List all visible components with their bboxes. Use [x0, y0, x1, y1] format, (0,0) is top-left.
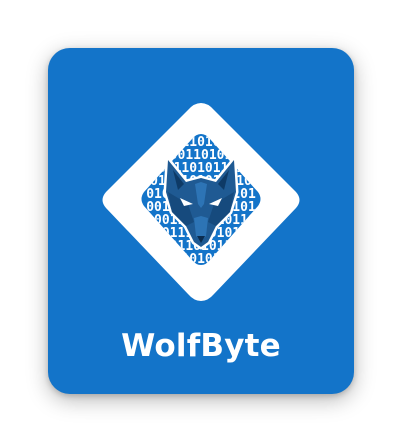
app-name-label: WolfByte	[121, 328, 281, 364]
app-tile[interactable]: 0110100 1001101010 00110101101 010110101…	[48, 48, 354, 394]
wolfbyte-logo: 0110100 1001101010 00110101101 010110101…	[98, 100, 304, 310]
wolf-head-icon	[163, 157, 239, 250]
binary-line: 1001101010	[162, 148, 240, 163]
wolf-binary-diamond-icon: 0110100 1001101010 00110101101 010110101…	[102, 103, 300, 301]
